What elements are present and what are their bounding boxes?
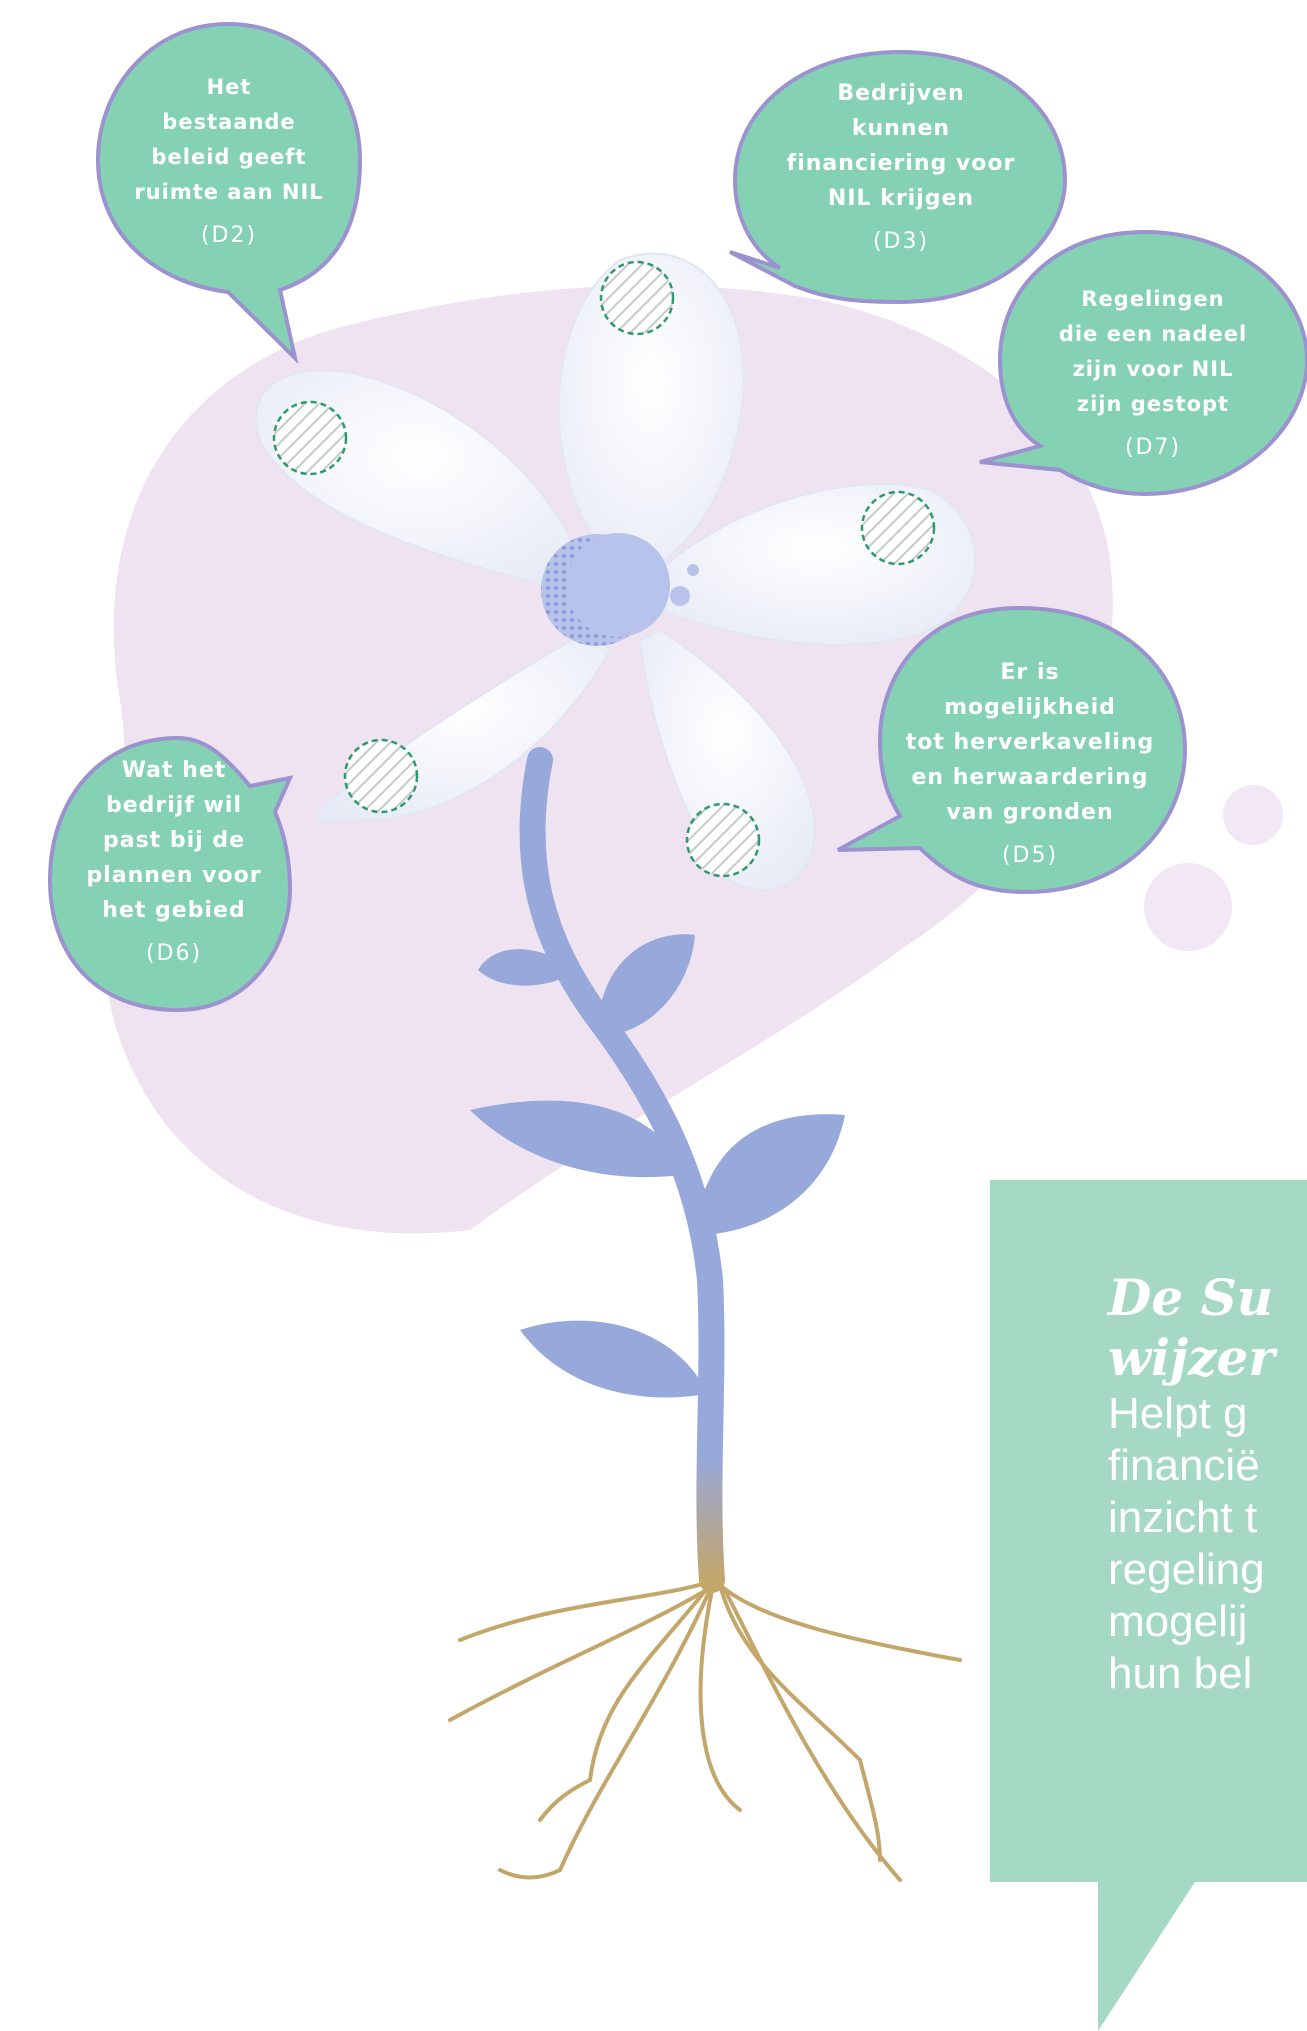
bubble-d2-text: Het bestaande beleid geeft ruimte aan NI… — [104, 70, 354, 253]
bubble-code: (D2) — [200, 223, 258, 248]
bubble-line: past bij de — [102, 828, 246, 853]
callout-body-line: Helpt g — [1108, 1389, 1248, 1438]
callout-body-line: financië — [1108, 1441, 1260, 1490]
bubble-line: Regelingen — [1081, 287, 1225, 311]
flower-dot — [670, 586, 690, 606]
callout-body: Helpt g financië inzicht t regeling moge… — [1108, 1388, 1307, 1700]
bubble-d6-text: Wat het bedrijf wil past bij de plannen … — [56, 753, 292, 971]
bubble-line: en herwaardering — [911, 765, 1149, 790]
bubble-line: kunnen — [851, 116, 951, 141]
petal-top — [557, 252, 745, 577]
petal-marker — [685, 802, 761, 878]
callout-body-line: mogelij — [1108, 1597, 1248, 1646]
callout-title-line: wijzer — [1108, 1328, 1275, 1387]
petal-marker — [343, 738, 419, 814]
bubble-line: zijn voor NIL — [1072, 357, 1234, 381]
callout-body-line: regeling — [1108, 1545, 1265, 1594]
bubble-line: Er is — [1000, 660, 1060, 685]
leaf — [600, 934, 695, 1035]
bubble-line: ruimte aan NIL — [134, 180, 324, 204]
leaf — [700, 1114, 845, 1235]
bubble-d3 — [729, 49, 1068, 305]
bubble-d5-text: Er is mogelijkheid tot herverkaveling en… — [880, 655, 1180, 873]
bubble-line: van gronden — [946, 800, 1114, 825]
decor-circle-small — [1223, 785, 1283, 845]
bubble-line: het gebied — [102, 898, 246, 923]
leaf — [470, 1100, 680, 1178]
callout-box — [990, 1180, 1307, 2031]
bubble-code: (D7) — [1124, 435, 1182, 460]
bubble-line: Het — [206, 75, 252, 99]
stem — [519, 747, 725, 1593]
bubble-line: financiering voor — [786, 151, 1016, 176]
bubble-shapes — [47, 21, 1307, 1013]
bubble-line: mogelijkheid — [944, 695, 1116, 720]
bubble-line: bestaande — [162, 110, 296, 134]
leaf — [520, 1320, 700, 1398]
roots — [448, 1578, 962, 1882]
bubble-line: Bedrijven — [837, 81, 965, 106]
flower-center — [566, 533, 670, 637]
leaves — [470, 934, 845, 1398]
bubble-line: zijn gestopt — [1076, 392, 1230, 416]
callout-title: De Su wijzer — [1108, 1268, 1307, 1388]
bubble-d7-text: Regelingen die een nadeel zijn voor NIL … — [1018, 282, 1288, 465]
bubble-line: beleid geeft — [151, 145, 307, 169]
decor-circle-large — [1144, 863, 1232, 951]
bubble-d6 — [47, 735, 294, 1013]
bubble-line: tot herverkaveling — [905, 730, 1155, 755]
callout-body-line: hun bel — [1108, 1649, 1253, 1698]
bubble-d7 — [979, 229, 1307, 497]
bubble-line: plannen voor — [86, 863, 262, 888]
callout-text: De Su wijzer Helpt g financië inzicht t … — [1108, 1268, 1307, 1700]
bubble-code: (D6) — [145, 941, 203, 966]
petal-bottom-right — [638, 628, 816, 892]
bubble-line: Wat het — [121, 758, 227, 783]
petal-marker — [599, 260, 675, 336]
bubble-line: die een nadeel — [1058, 322, 1248, 346]
bubble-line: NIL krijgen — [827, 186, 975, 211]
bubble-d2 — [95, 21, 363, 365]
petal-marker — [272, 400, 348, 476]
petal-marker — [860, 490, 936, 566]
leaf — [478, 949, 570, 986]
callout-body-line: inzicht t — [1108, 1493, 1258, 1542]
bubble-line: bedrijf wil — [106, 793, 242, 818]
bubble-code: (D5) — [1001, 843, 1059, 868]
bubble-code: (D3) — [872, 229, 930, 254]
bubble-d3-text: Bedrijven kunnen financiering voor NIL k… — [760, 76, 1042, 259]
bubble-d5 — [837, 605, 1188, 895]
petal-markers — [272, 260, 936, 878]
flower-dot — [687, 564, 699, 576]
callout-title-line: De Su — [1108, 1268, 1274, 1327]
